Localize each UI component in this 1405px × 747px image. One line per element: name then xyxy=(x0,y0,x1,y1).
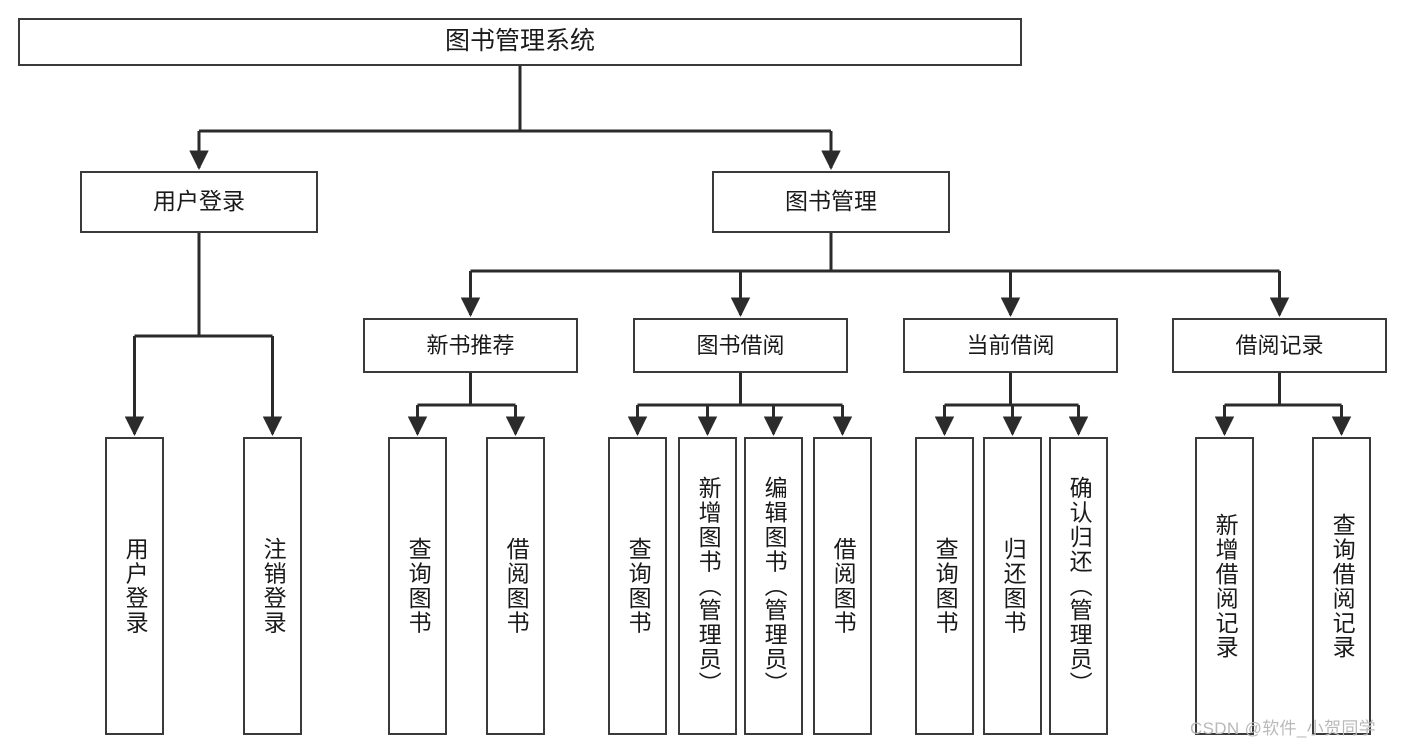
node-label: 用户登录 xyxy=(153,188,245,215)
node-label: 用户登录 xyxy=(122,537,149,635)
node-root: 图书管理系统 xyxy=(18,18,1022,66)
edge-group xyxy=(124,66,1352,436)
node-leaf-query-book-1: 查询图书 xyxy=(388,437,447,735)
node-leaf-borrow-book-2: 借阅图书 xyxy=(813,437,872,735)
node-book-borrow: 图书借阅 xyxy=(633,318,848,373)
node-label: 新书推荐 xyxy=(426,332,515,358)
node-leaf-user-login: 用户登录 xyxy=(105,437,164,735)
node-label: 当前借阅 xyxy=(966,332,1055,358)
node-leaf-add-book: 新增图书（管理员） xyxy=(678,437,737,735)
node-leaf-borrow-book-1: 借阅图书 xyxy=(486,437,545,735)
node-user-login: 用户登录 xyxy=(80,171,318,233)
node-label: 查询图书 xyxy=(405,537,432,635)
node-label: 图书管理 xyxy=(785,188,877,215)
node-leaf-user-logout: 注销登录 xyxy=(243,437,302,735)
node-label: 查询图书 xyxy=(625,537,652,635)
node-current-borrow: 当前借阅 xyxy=(903,318,1118,373)
node-leaf-add-record: 新增借阅记录 xyxy=(1195,437,1254,735)
node-label: 图书管理系统 xyxy=(444,27,595,56)
node-leaf-return-book: 归还图书 xyxy=(983,437,1042,735)
node-label: 查询图书 xyxy=(932,537,959,635)
node-label: 注销登录 xyxy=(260,537,287,635)
node-label: 新增图书（管理员） xyxy=(695,476,722,696)
node-label: 确认归还（管理员） xyxy=(1066,476,1093,696)
node-leaf-query-record: 查询借阅记录 xyxy=(1312,437,1371,735)
node-borrow-record: 借阅记录 xyxy=(1172,318,1387,373)
node-label: 图书借阅 xyxy=(696,332,785,358)
node-label: 新增借阅记录 xyxy=(1212,512,1239,660)
node-leaf-edit-book: 编辑图书（管理员） xyxy=(744,437,803,735)
node-label: 借阅图书 xyxy=(830,537,857,635)
node-book-manage: 图书管理 xyxy=(712,171,950,233)
node-leaf-confirm-ret: 确认归还（管理员） xyxy=(1049,437,1108,735)
node-label: 借阅记录 xyxy=(1235,332,1324,358)
node-leaf-query-book-3: 查询图书 xyxy=(915,437,974,735)
node-label: 借阅图书 xyxy=(503,537,530,635)
node-leaf-query-book-2: 查询图书 xyxy=(608,437,667,735)
node-new-book-rec: 新书推荐 xyxy=(363,318,578,373)
node-label: 编辑图书（管理员） xyxy=(761,476,788,696)
node-label: 归还图书 xyxy=(1000,537,1027,635)
node-label: 查询借阅记录 xyxy=(1329,512,1356,660)
